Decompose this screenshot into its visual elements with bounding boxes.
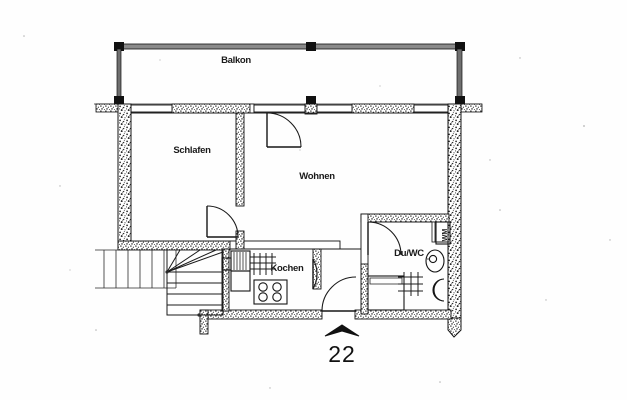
washing-machine [435, 221, 451, 245]
entrance-arrow-icon [324, 324, 360, 337]
toilet [432, 278, 445, 302]
balcony-railing [114, 42, 465, 104]
balcony-base-post-left [114, 96, 124, 104]
east-wall-foot [447, 317, 462, 338]
bedroom-door [206, 205, 239, 238]
entry-door [321, 276, 357, 312]
wash-basin [425, 249, 445, 273]
bathroom-tile-grid [398, 272, 423, 296]
room-label-balkon: Balkon [221, 55, 251, 66]
appliance-label-wm: WM [442, 229, 449, 242]
kitchen-side-unit [221, 257, 232, 271]
balcony-post-mid [306, 42, 316, 51]
kitchen-cabinet [230, 270, 251, 292]
balcony-base-post-mid [306, 96, 316, 104]
balcony-post-left [114, 42, 124, 51]
west-exterior-wall [117, 103, 132, 250]
kitchen-fixtures [221, 250, 288, 305]
plot-number: 22 [328, 341, 356, 367]
mid-horizontal-wall [117, 240, 341, 251]
room-label-kochen: Kochen [270, 263, 304, 274]
south-wall-kitchen [199, 309, 323, 335]
terrace-hatching [95, 249, 225, 289]
scan-noise [23, 35, 611, 389]
partition-schlafen-wohnen [235, 112, 245, 250]
room-label-wohnen: Wohnen [299, 171, 335, 182]
door-swings [206, 112, 402, 312]
balcony-post-right [455, 42, 465, 51]
room-label-duwc: Du/WC [394, 248, 424, 259]
bathroom-door [367, 221, 402, 256]
balcony-base-post-right [455, 96, 465, 104]
bathroom-fixtures [367, 221, 451, 311]
bathtub [367, 275, 405, 311]
east-exterior-wall [447, 103, 462, 324]
kitchen-door [312, 258, 318, 290]
balcony-door [266, 112, 302, 148]
stove [253, 279, 288, 305]
room-label-schlafen: Schlafen [173, 145, 211, 156]
south-wall-bath [354, 309, 452, 320]
staircase [165, 249, 224, 317]
north-exterior-wall [95, 103, 483, 115]
kitchen-tile-grid [250, 253, 276, 275]
